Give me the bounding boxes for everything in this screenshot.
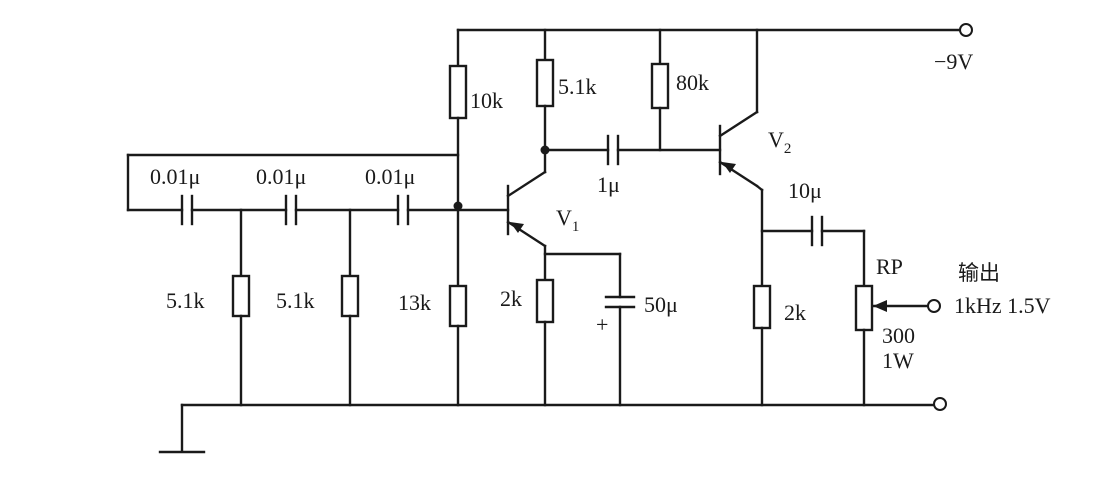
c-emitter-polarity: + — [596, 312, 608, 337]
r-collector-v1-label: 5.1k — [558, 74, 597, 99]
c-coupling-label: 1μ — [597, 172, 620, 197]
potentiometer-name-label: RP — [876, 254, 903, 279]
phase-resistor-1-label: 5.1k — [166, 288, 205, 313]
supply-voltage-label: −9V — [934, 49, 973, 74]
r-collector-v1 — [535, 58, 555, 108]
r-bias-bottom — [448, 284, 468, 328]
transistor-v1-label: V1 — [556, 205, 579, 235]
phase-capacitor-2 — [284, 194, 298, 226]
potentiometer-power-label: 1W — [882, 348, 914, 373]
r-emitter-v1 — [535, 278, 555, 324]
phase-resistor-2-label: 5.1k — [276, 288, 315, 313]
r-bias-bottom-label: 13k — [398, 290, 431, 315]
supply-rail — [456, 28, 962, 114]
output-label: 输出 — [958, 261, 1000, 285]
r-emitter-v1-label: 2k — [500, 286, 522, 311]
output-spec-label: 1kHz 1.5V — [954, 293, 1051, 318]
potentiometer-wiper — [872, 300, 930, 312]
phase-resistor-1 — [231, 274, 251, 318]
r-emitter-v2-label: 2k — [784, 300, 806, 325]
r-base-v2-label: 80k — [676, 70, 709, 95]
signal-output-terminal — [927, 299, 941, 313]
c-output — [810, 215, 824, 247]
c-emitter-v1-label: 50μ — [644, 292, 678, 317]
r-base-v2 — [650, 62, 670, 110]
supply-terminal — [959, 23, 973, 37]
potentiometer-rp — [854, 284, 874, 332]
ground-output-terminal — [933, 397, 947, 411]
phase-capacitor-1-label: 0.01μ — [150, 164, 200, 189]
phase-capacitor-2-label: 0.01μ — [256, 164, 306, 189]
transistor-v2-label: V2 — [768, 127, 791, 157]
phase-resistor-2 — [340, 274, 360, 318]
transistor-v1 — [506, 170, 547, 248]
r-bias-top-label: 10k — [470, 88, 503, 113]
transistor-v2 — [718, 110, 759, 188]
potentiometer-value-label: 300 — [882, 323, 915, 348]
r-bias-top — [448, 64, 468, 120]
c-emitter-v1 — [604, 295, 636, 309]
junction-base-feedback — [453, 201, 463, 211]
phase-capacitor-3 — [396, 194, 410, 226]
c-output-label: 10μ — [788, 178, 822, 203]
phase-capacitor-3-label: 0.01μ — [365, 164, 415, 189]
r-emitter-v2 — [752, 284, 772, 330]
c-coupling — [606, 134, 620, 166]
ground-rail — [158, 403, 936, 454]
phase-capacitor-1 — [180, 194, 194, 226]
